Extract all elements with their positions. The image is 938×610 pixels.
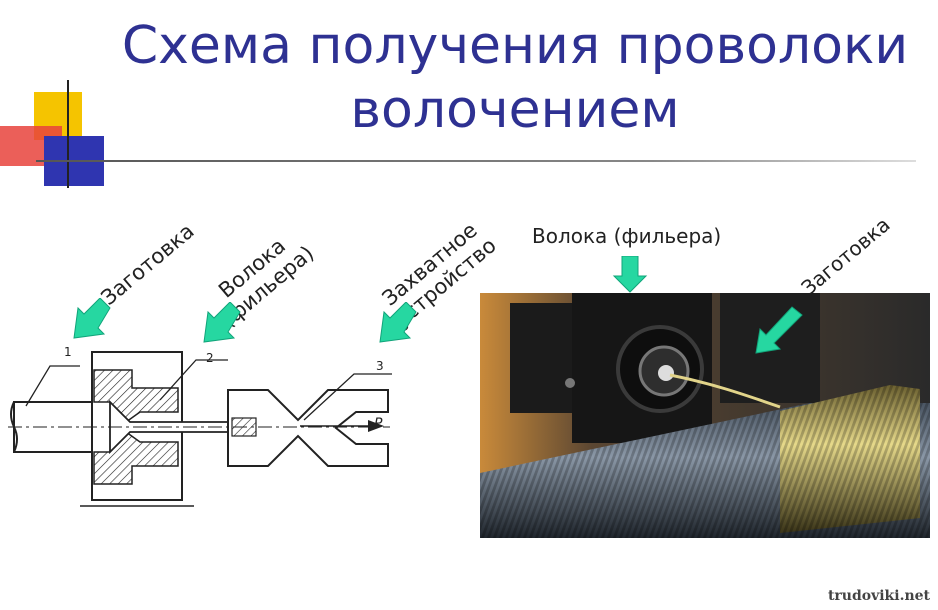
photo-label-blank: Заготовка: [796, 212, 895, 300]
part-number-2: 2: [206, 351, 214, 365]
drawing-schematic: [8, 351, 392, 507]
page-title: Схема получения проволоки волочением: [100, 14, 930, 142]
arrow-down-left-icon: [73, 298, 111, 339]
force-label: P: [374, 416, 383, 432]
arrow-down-icon: [612, 256, 648, 293]
title-divider: [36, 160, 916, 162]
title-line-1: Схема получения проволоки: [121, 16, 909, 76]
title-line-2: волочением: [350, 80, 680, 140]
photo-label-die: Волока (фильера): [532, 224, 722, 248]
watermark: trudoviki.net: [827, 588, 930, 604]
photo-drawing-machine: [480, 293, 930, 538]
arrow-down-left-icon: [203, 302, 241, 343]
part-number-1: 1: [64, 345, 72, 359]
part-number-3: 3: [376, 359, 384, 373]
arrow-down-left-icon: [379, 302, 417, 343]
label-blank: Заготовка: [96, 218, 199, 310]
